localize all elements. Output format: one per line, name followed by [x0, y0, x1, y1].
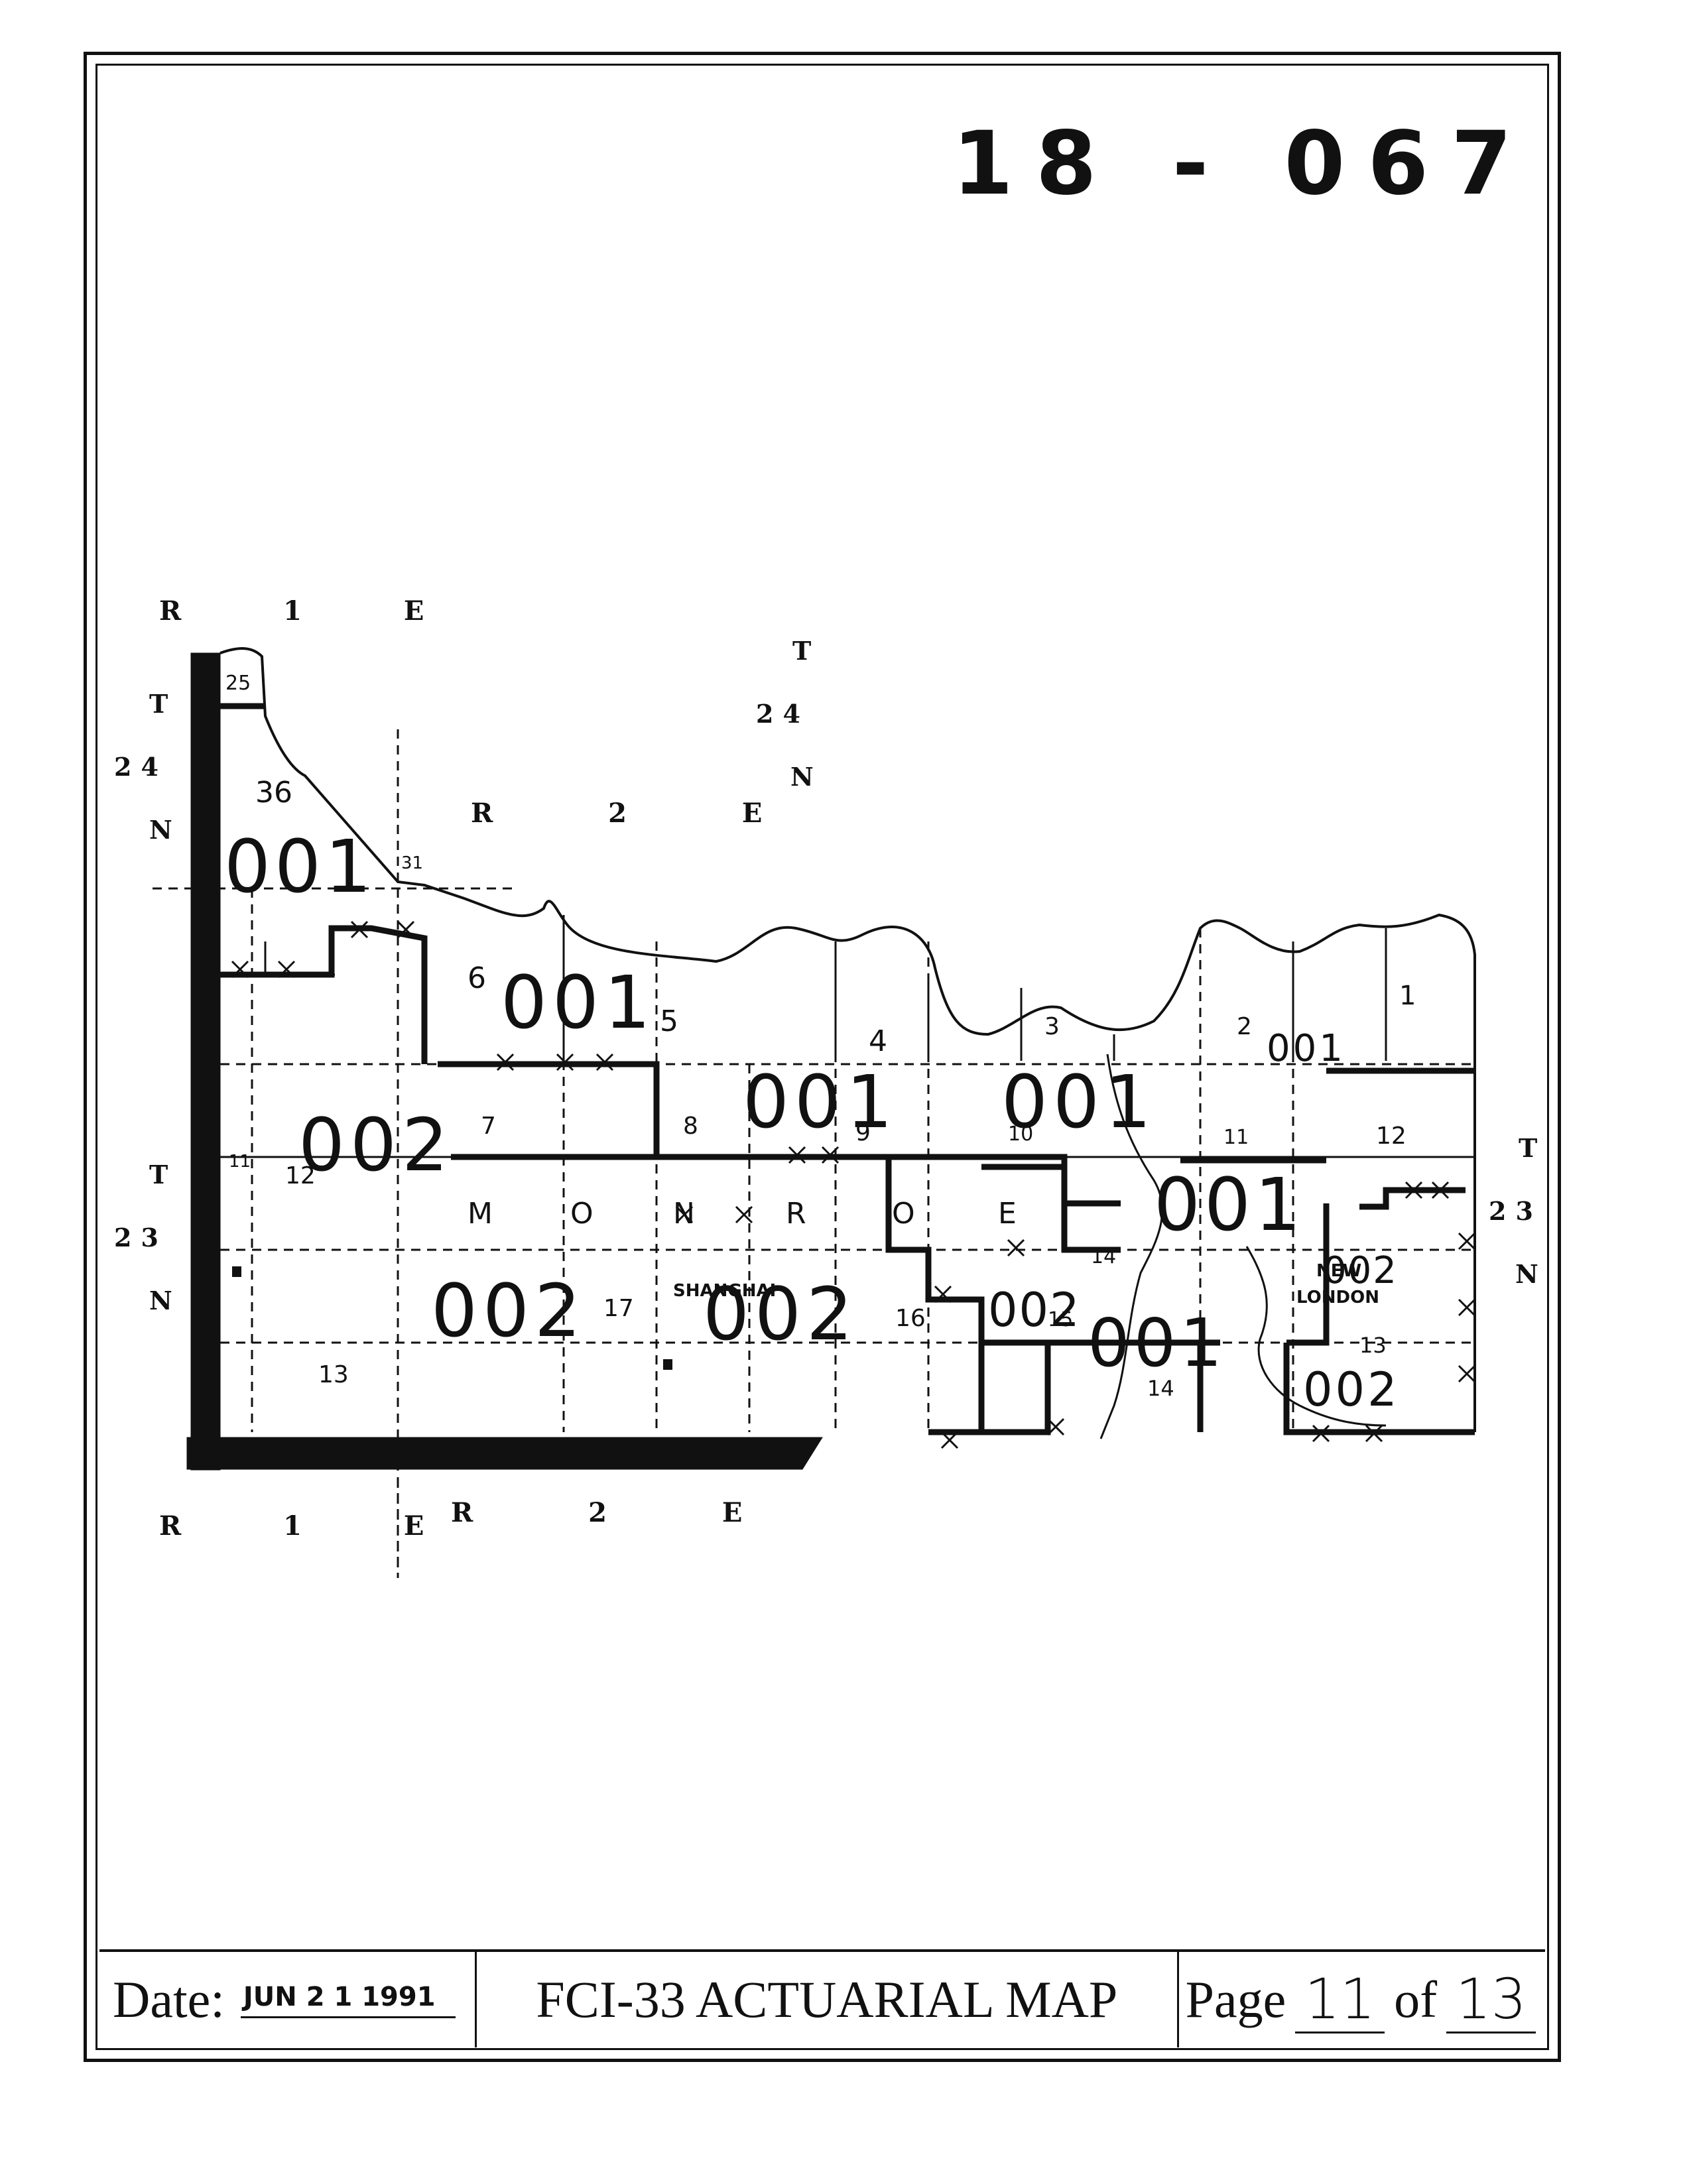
- section-number: 12: [1376, 1122, 1406, 1150]
- map-frame-inner: [95, 64, 1549, 2050]
- township-t-top-middle: T: [792, 636, 811, 666]
- map-footer: Date: JUN 2 1 1991 FCI-33 ACTUARIAL MAP …: [99, 1949, 1545, 2047]
- section-numbers: 25 36 31 6 5 4 3 2 1 7 8 9 10 11 12 11 1…: [225, 672, 1416, 1401]
- township-t-top-left: T: [149, 689, 168, 719]
- township-24-top-left: 24: [114, 752, 168, 782]
- section-number: 12: [285, 1162, 316, 1189]
- section-number: 2: [1237, 1013, 1252, 1040]
- section-number: 16: [895, 1305, 926, 1332]
- page-total: 13: [1446, 1967, 1536, 2033]
- south-boundary-bar: [186, 1437, 798, 1470]
- section-number: 11: [229, 1152, 251, 1172]
- section-number: 36: [255, 776, 292, 810]
- boundary-x-marks: [231, 920, 1476, 1449]
- range-label-r2e-middle: R 2 E: [471, 798, 815, 829]
- county-letter: O: [892, 1197, 915, 1231]
- north-shoreline: [219, 647, 1476, 1432]
- place-name-london: LONDON: [1296, 1288, 1379, 1307]
- section-number: 17: [603, 1295, 634, 1322]
- map-title: FCI-33 ACTUARIAL MAP: [536, 1971, 1118, 2028]
- section-number: 15: [1048, 1308, 1073, 1331]
- section-number: 7: [481, 1113, 496, 1140]
- unit-labels: 001 001 001 001 001 001 001 002 002 002 …: [224, 824, 1400, 1417]
- section-number: 13: [1359, 1333, 1387, 1358]
- map-number: 18 - 067: [952, 113, 1534, 215]
- unit-label: 001: [1267, 1027, 1345, 1070]
- footer-page-cell: Page 11 of 13: [1179, 1952, 1545, 2047]
- section-number: 4: [869, 1024, 887, 1058]
- county-letter: O: [570, 1197, 594, 1231]
- boundary-corner: [796, 1437, 823, 1470]
- footer-title-cell: FCI-33 ACTUARIAL MAP: [477, 1952, 1179, 2047]
- unit-label: 002: [988, 1283, 1081, 1337]
- of-label: of: [1394, 1971, 1438, 2028]
- township-n-top-left: N: [149, 815, 172, 845]
- section-number: 14: [1091, 1245, 1116, 1268]
- unit-label: 001: [743, 1060, 898, 1144]
- section-number: 31: [401, 853, 423, 873]
- page-number: 11: [1295, 1967, 1385, 2033]
- county-letter: E: [998, 1197, 1017, 1231]
- section-number: 6: [468, 961, 486, 995]
- township-n-right-middle: N: [1515, 1259, 1538, 1289]
- section-number: 11: [1223, 1126, 1249, 1149]
- county-boundary: [186, 652, 823, 1471]
- unit-label: 001: [1154, 1162, 1305, 1247]
- date-label: Date:: [113, 1971, 225, 2028]
- unit-label: 001: [1001, 1060, 1156, 1144]
- unit-label: 002: [703, 1272, 858, 1357]
- section-number: 10: [1008, 1122, 1033, 1146]
- river-line: [1099, 1054, 1164, 1439]
- creek-line: [1245, 1246, 1387, 1427]
- range-label-r2e-bottom: R 2 E: [451, 1497, 795, 1528]
- county-name-letters: M O N R O E: [468, 1197, 1017, 1231]
- unit-label: 001: [501, 960, 656, 1045]
- township-23-left-middle: 23: [114, 1223, 168, 1252]
- place-name-new: NEW: [1316, 1261, 1361, 1281]
- township-24-top-middle: 24: [756, 699, 810, 729]
- county-letter: R: [786, 1197, 806, 1231]
- unit-label: 002: [1303, 1363, 1400, 1417]
- section-number: 13: [318, 1361, 349, 1388]
- range-label-r1e-bottom: R 1 E: [159, 1510, 470, 1542]
- unit-label: 002: [298, 1103, 454, 1187]
- section-number: 5: [660, 1004, 678, 1038]
- section-number: 25: [225, 672, 251, 695]
- township-t-left-middle: T: [149, 1160, 168, 1189]
- section-number: 1: [1399, 981, 1416, 1011]
- unit-label: 002: [431, 1268, 586, 1353]
- unit-label: 002: [1323, 1249, 1398, 1292]
- township-n-left-middle: N: [149, 1286, 172, 1315]
- place-name-shanghai: SHANGHAI: [673, 1281, 776, 1301]
- map-frame-outer: [84, 52, 1561, 2062]
- unit-boundaries: [220, 703, 1475, 1435]
- section-number: 8: [683, 1113, 698, 1140]
- township-23-right-middle: 23: [1489, 1196, 1542, 1226]
- section-grid: [153, 729, 1475, 1578]
- county-letter: N: [673, 1197, 695, 1231]
- footer-date-cell: Date: JUN 2 1 1991: [99, 1952, 477, 2047]
- township-t-right-middle: T: [1519, 1133, 1537, 1163]
- section-number: 14: [1147, 1376, 1174, 1401]
- west-boundary-bar: [190, 652, 221, 1471]
- township-n-top-middle: N: [790, 762, 814, 792]
- range-label-r1e-top: R 1 E: [159, 595, 470, 627]
- section-number: 3: [1044, 1013, 1060, 1040]
- unit-label: 001: [1088, 1304, 1226, 1382]
- county-letter: M: [468, 1197, 493, 1231]
- page-label: Page: [1185, 1971, 1286, 2028]
- date-stamp: JUN 2 1 1991: [240, 1982, 456, 2018]
- section-number: 9: [855, 1119, 871, 1146]
- unit-label: 001: [224, 824, 375, 909]
